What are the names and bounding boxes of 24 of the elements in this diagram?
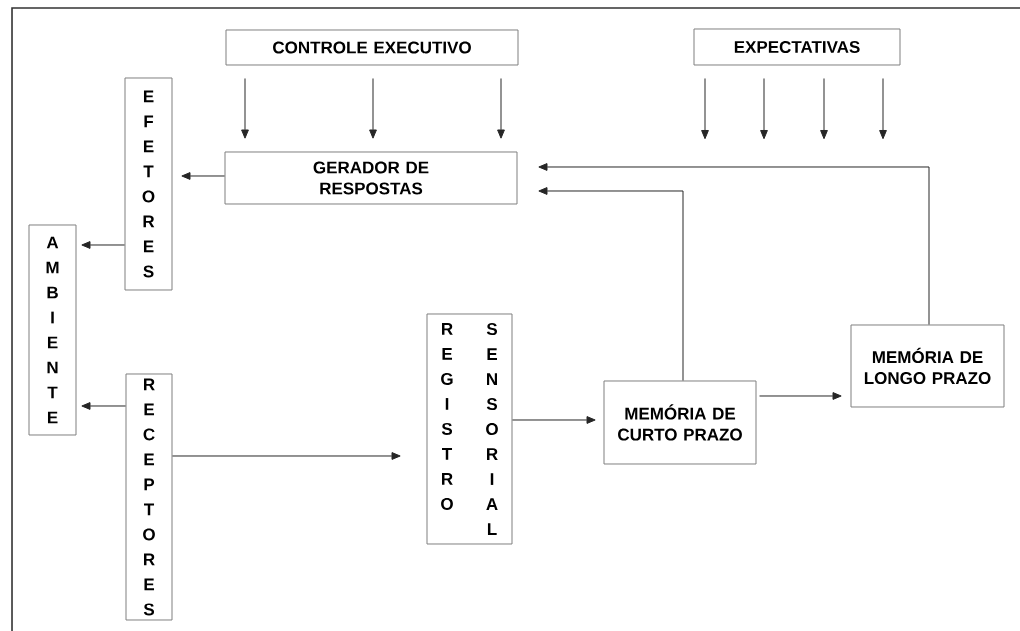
arrow xyxy=(701,78,709,140)
arrow xyxy=(497,78,505,139)
arrow xyxy=(81,241,125,249)
arrow xyxy=(538,163,930,325)
arrow xyxy=(241,78,249,139)
process-box: AMBIENTE xyxy=(28,224,77,436)
process-box: MEMÓRIA DE LONGO PRAZO xyxy=(850,324,1005,408)
arrow xyxy=(181,172,225,180)
arrow xyxy=(512,416,596,424)
arrow xyxy=(820,78,828,140)
arrow xyxy=(81,402,126,410)
arrow xyxy=(759,392,842,400)
arrow xyxy=(879,78,887,140)
process-box: MEMÓRIA DE CURTO PRAZO xyxy=(603,380,757,465)
process-box: CONTROLE EXECUTIVO xyxy=(225,29,519,66)
arrow xyxy=(760,78,768,140)
process-box: REGISTRO SENSORIAL xyxy=(426,313,513,545)
process-box: GERADOR DE RESPOSTAS xyxy=(224,151,518,205)
process-box: EFETORES xyxy=(124,77,173,291)
process-box: RECEPTORES xyxy=(125,373,173,621)
arrow xyxy=(369,78,377,139)
arrow xyxy=(538,187,684,381)
arrow xyxy=(172,452,401,460)
process-box: EXPECTATIVAS xyxy=(693,28,901,66)
